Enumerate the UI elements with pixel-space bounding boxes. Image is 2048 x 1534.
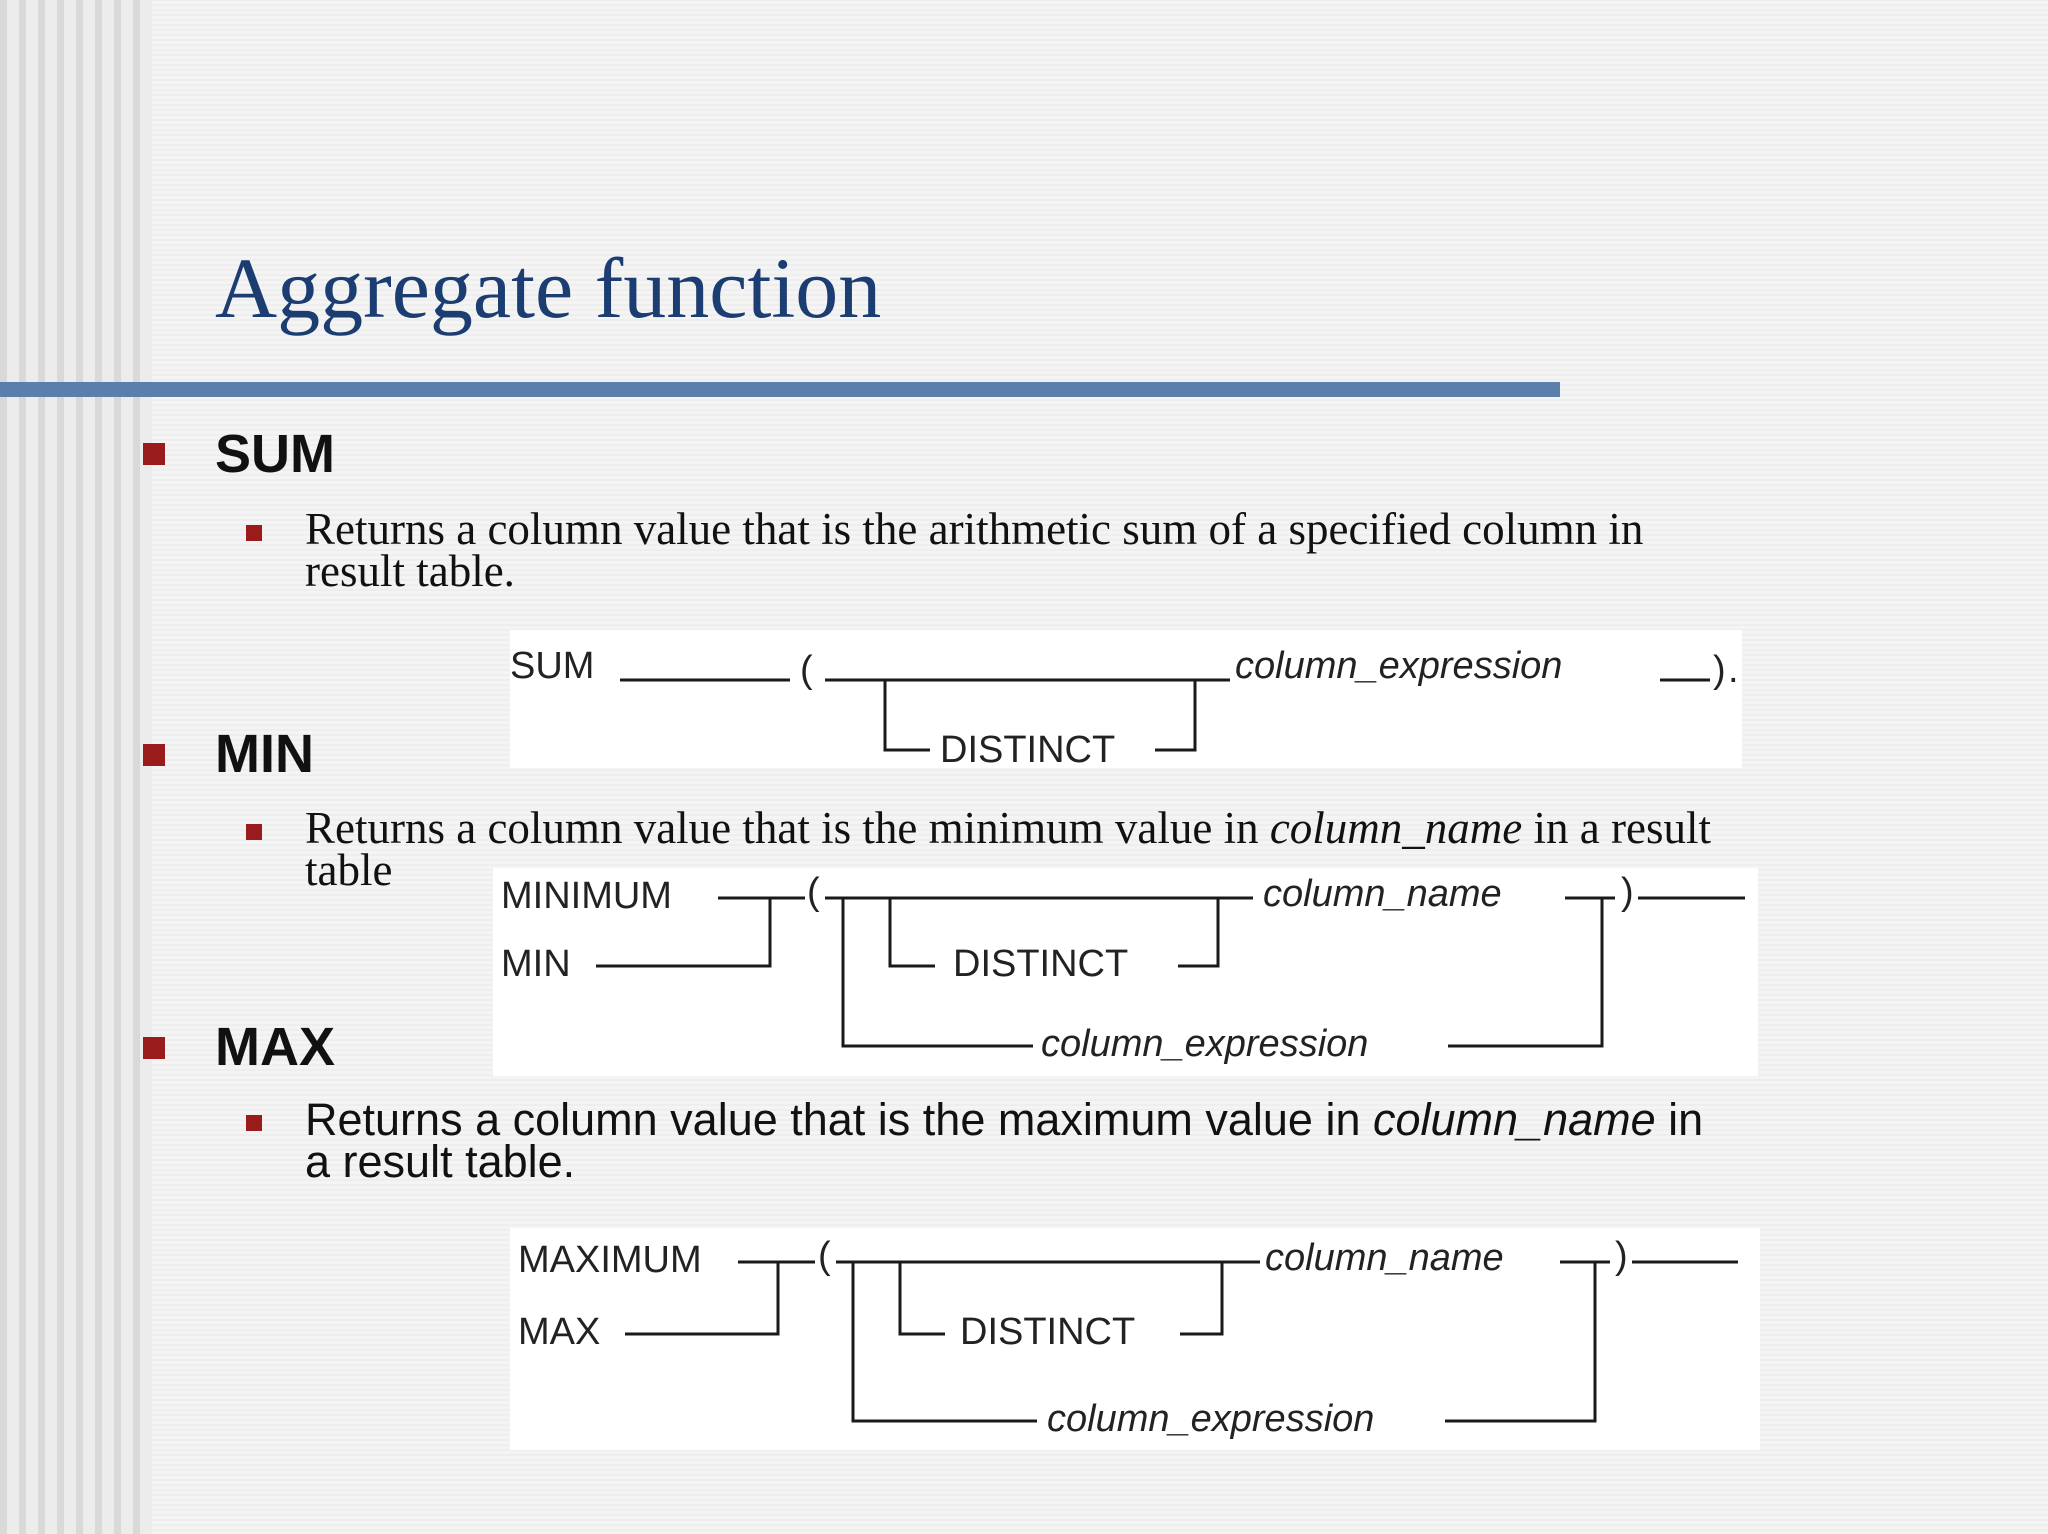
diagram-min-expression-branch-right [1448,898,1604,1048]
diagram-sum-close-paren: ) [1713,649,1726,691]
description-sum: Returns a column value that is the arith… [305,507,1643,594]
diagram-sum-distinct-branch-left [883,680,930,752]
heading-min: MIN [215,724,314,784]
diagram-max-function-long: MAXIMUM [518,1239,702,1281]
diagram-max-expression-branch-left [851,1262,1037,1423]
left-stripe-decoration [0,0,152,1534]
syntax-diagram-max: MAXIMUM MAX ( DISTINCT column_name ) col… [510,1228,1760,1450]
sub-bullet-min [246,824,262,840]
description-max-text-end: in [1655,1094,1704,1145]
diagram-min-distinct-branch-right [1178,898,1220,968]
syntax-diagram-min: MINIMUM MIN ( DISTINCT column_name ) col… [493,868,1758,1076]
heading-sum: SUM [215,424,335,484]
diagram-max-open-paren: ( [818,1235,831,1277]
slide-title: Aggregate function [215,240,882,336]
diagram-max-argument-expression: column_expression [1047,1398,1374,1440]
diagram-sum-function: SUM [510,645,594,687]
heading-max: MAX [215,1017,335,1077]
diagram-min-argument-name: column_name [1263,873,1502,915]
bullet-square-min [143,744,165,766]
diagram-min-argument-expression: column_expression [1041,1023,1368,1065]
description-min-text-start: Returns a column value that is the minim… [305,803,1270,853]
diagram-min-distinct-branch-left [888,898,935,968]
sub-bullet-max [246,1115,262,1131]
description-sum-line2: result table. [305,546,515,596]
diagram-min-function-long: MINIMUM [501,875,672,917]
diagram-sum-distinct: DISTINCT [940,729,1115,768]
diagram-max-close-paren: ) [1615,1235,1628,1277]
diagram-max-argument-name: column_name [1265,1237,1504,1279]
title-underline-rule [0,382,1560,397]
description-max-column-name: column_name [1372,1094,1656,1145]
diagram-min-expression-branch-left [841,898,1033,1048]
diagram-min-distinct: DISTINCT [953,943,1128,985]
diagram-sum-distinct-branch-right [1155,680,1197,752]
syntax-diagram-sum: SUM ( DISTINCT column_expression ) . [510,630,1742,768]
description-min-column-name: column_name [1269,803,1523,853]
diagram-sum-argument: column_expression [1235,645,1562,687]
diagram-max-function-short: MAX [518,1311,600,1353]
diagram-min-open-paren: ( [807,871,820,913]
description-max: Returns a column value that is the maxim… [305,1097,1703,1184]
diagram-max-short-branch [625,1262,780,1336]
bullet-square-sum [143,443,165,465]
diagram-min-short-branch [596,898,772,968]
diagram-sum-terminator: . [1728,649,1739,691]
description-min-text-end: in a result [1522,803,1711,853]
sub-bullet-sum [246,525,262,541]
diagram-max-expression-branch-right [1445,1262,1597,1423]
description-min: Returns a column value that is the minim… [305,806,1711,893]
diagram-max-distinct-branch-left [898,1262,945,1336]
diagram-sum-open-paren: ( [800,649,813,691]
diagram-min-close-paren: ) [1621,871,1634,913]
diagram-max-distinct-branch-right [1180,1262,1224,1336]
description-max-text-start: Returns a column value that is the maxim… [305,1094,1373,1145]
diagram-max-distinct: DISTINCT [960,1311,1135,1353]
diagram-min-function-short: MIN [501,943,571,985]
description-sum-line1: Returns a column value that is the arith… [305,504,1644,554]
description-min-line2: table [305,845,393,895]
description-max-line2: a result table. [305,1136,576,1187]
bullet-square-max [143,1037,165,1059]
